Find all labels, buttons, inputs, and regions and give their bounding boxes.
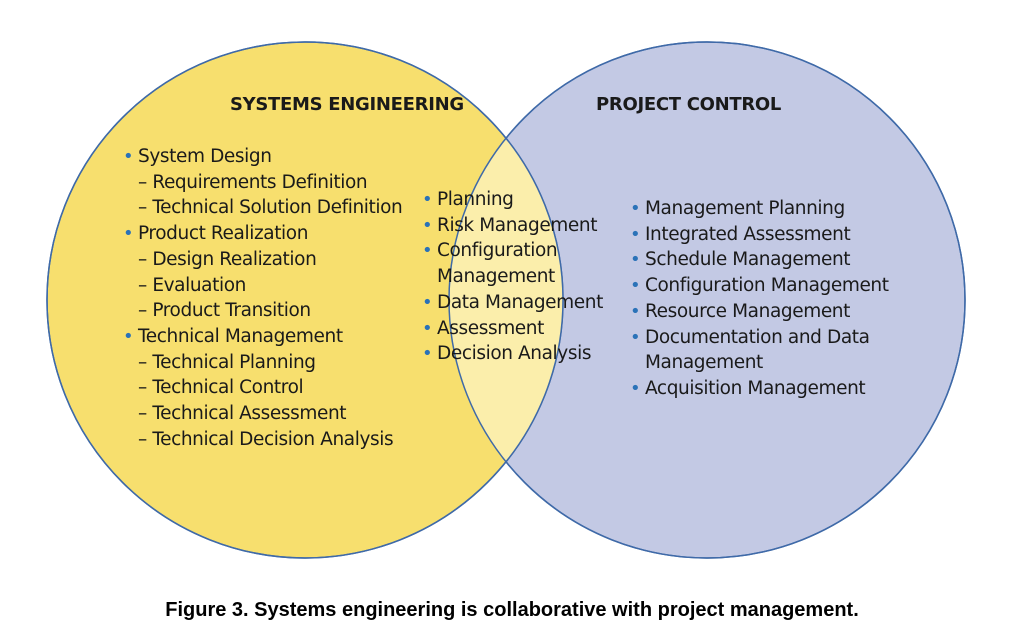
project-control-item: Integrated Assessment [629, 222, 889, 248]
overlap-item: Data Management [421, 290, 603, 316]
systems-engineering-item: System Design [122, 144, 402, 170]
systems-engineering-item: – Technical Decision Analysis [138, 428, 394, 450]
overlap-item: Planning [421, 187, 603, 213]
systems-engineering-item: – Product Transition [138, 300, 311, 322]
project-control-item: Acquisition Management [629, 376, 889, 402]
systems-engineering-item: – Technical Assessment [138, 403, 347, 425]
systems-engineering-list: System Design– Requirements Definition – … [122, 144, 403, 452]
systems-engineering-item: – Technical Control [138, 377, 304, 399]
systems-engineering-item: – Technical Solution Definition [138, 197, 403, 219]
overlap-item: Decision Analysis [421, 341, 603, 367]
systems-engineering-item: Technical Management [122, 324, 402, 350]
project-control-item: Resource Management [629, 299, 889, 325]
project-control-title: PROJECT CONTROL [596, 94, 782, 115]
overlap-item: Management [437, 266, 555, 288]
systems-engineering-item: Product Realization [122, 221, 402, 247]
figure-caption: Figure 3. Systems engineering is collabo… [165, 599, 859, 621]
systems-engineering-title: SYSTEMS ENGINEERING [230, 94, 464, 115]
project-control-item: Schedule Management [629, 247, 889, 273]
project-control-item: Configuration Management [629, 273, 889, 299]
project-control-item: Management [645, 352, 763, 374]
systems-engineering-item: – Requirements Definition [138, 171, 368, 193]
systems-engineering-item: – Evaluation [138, 274, 246, 296]
project-control-item: Documentation and Data [629, 325, 889, 351]
overlap-item: Risk Management [421, 213, 603, 239]
systems-engineering-item: – Technical Planning [138, 351, 316, 373]
systems-engineering-item: – Design Realization [138, 248, 317, 270]
overlap-item: Assessment [421, 316, 603, 342]
project-control-list: Management PlanningIntegrated Assessment… [629, 196, 889, 402]
project-control-item: Management Planning [629, 196, 889, 222]
overlap-item: Configuration [421, 238, 603, 264]
overlap-list: PlanningRisk ManagementConfigurationMana… [421, 187, 603, 367]
